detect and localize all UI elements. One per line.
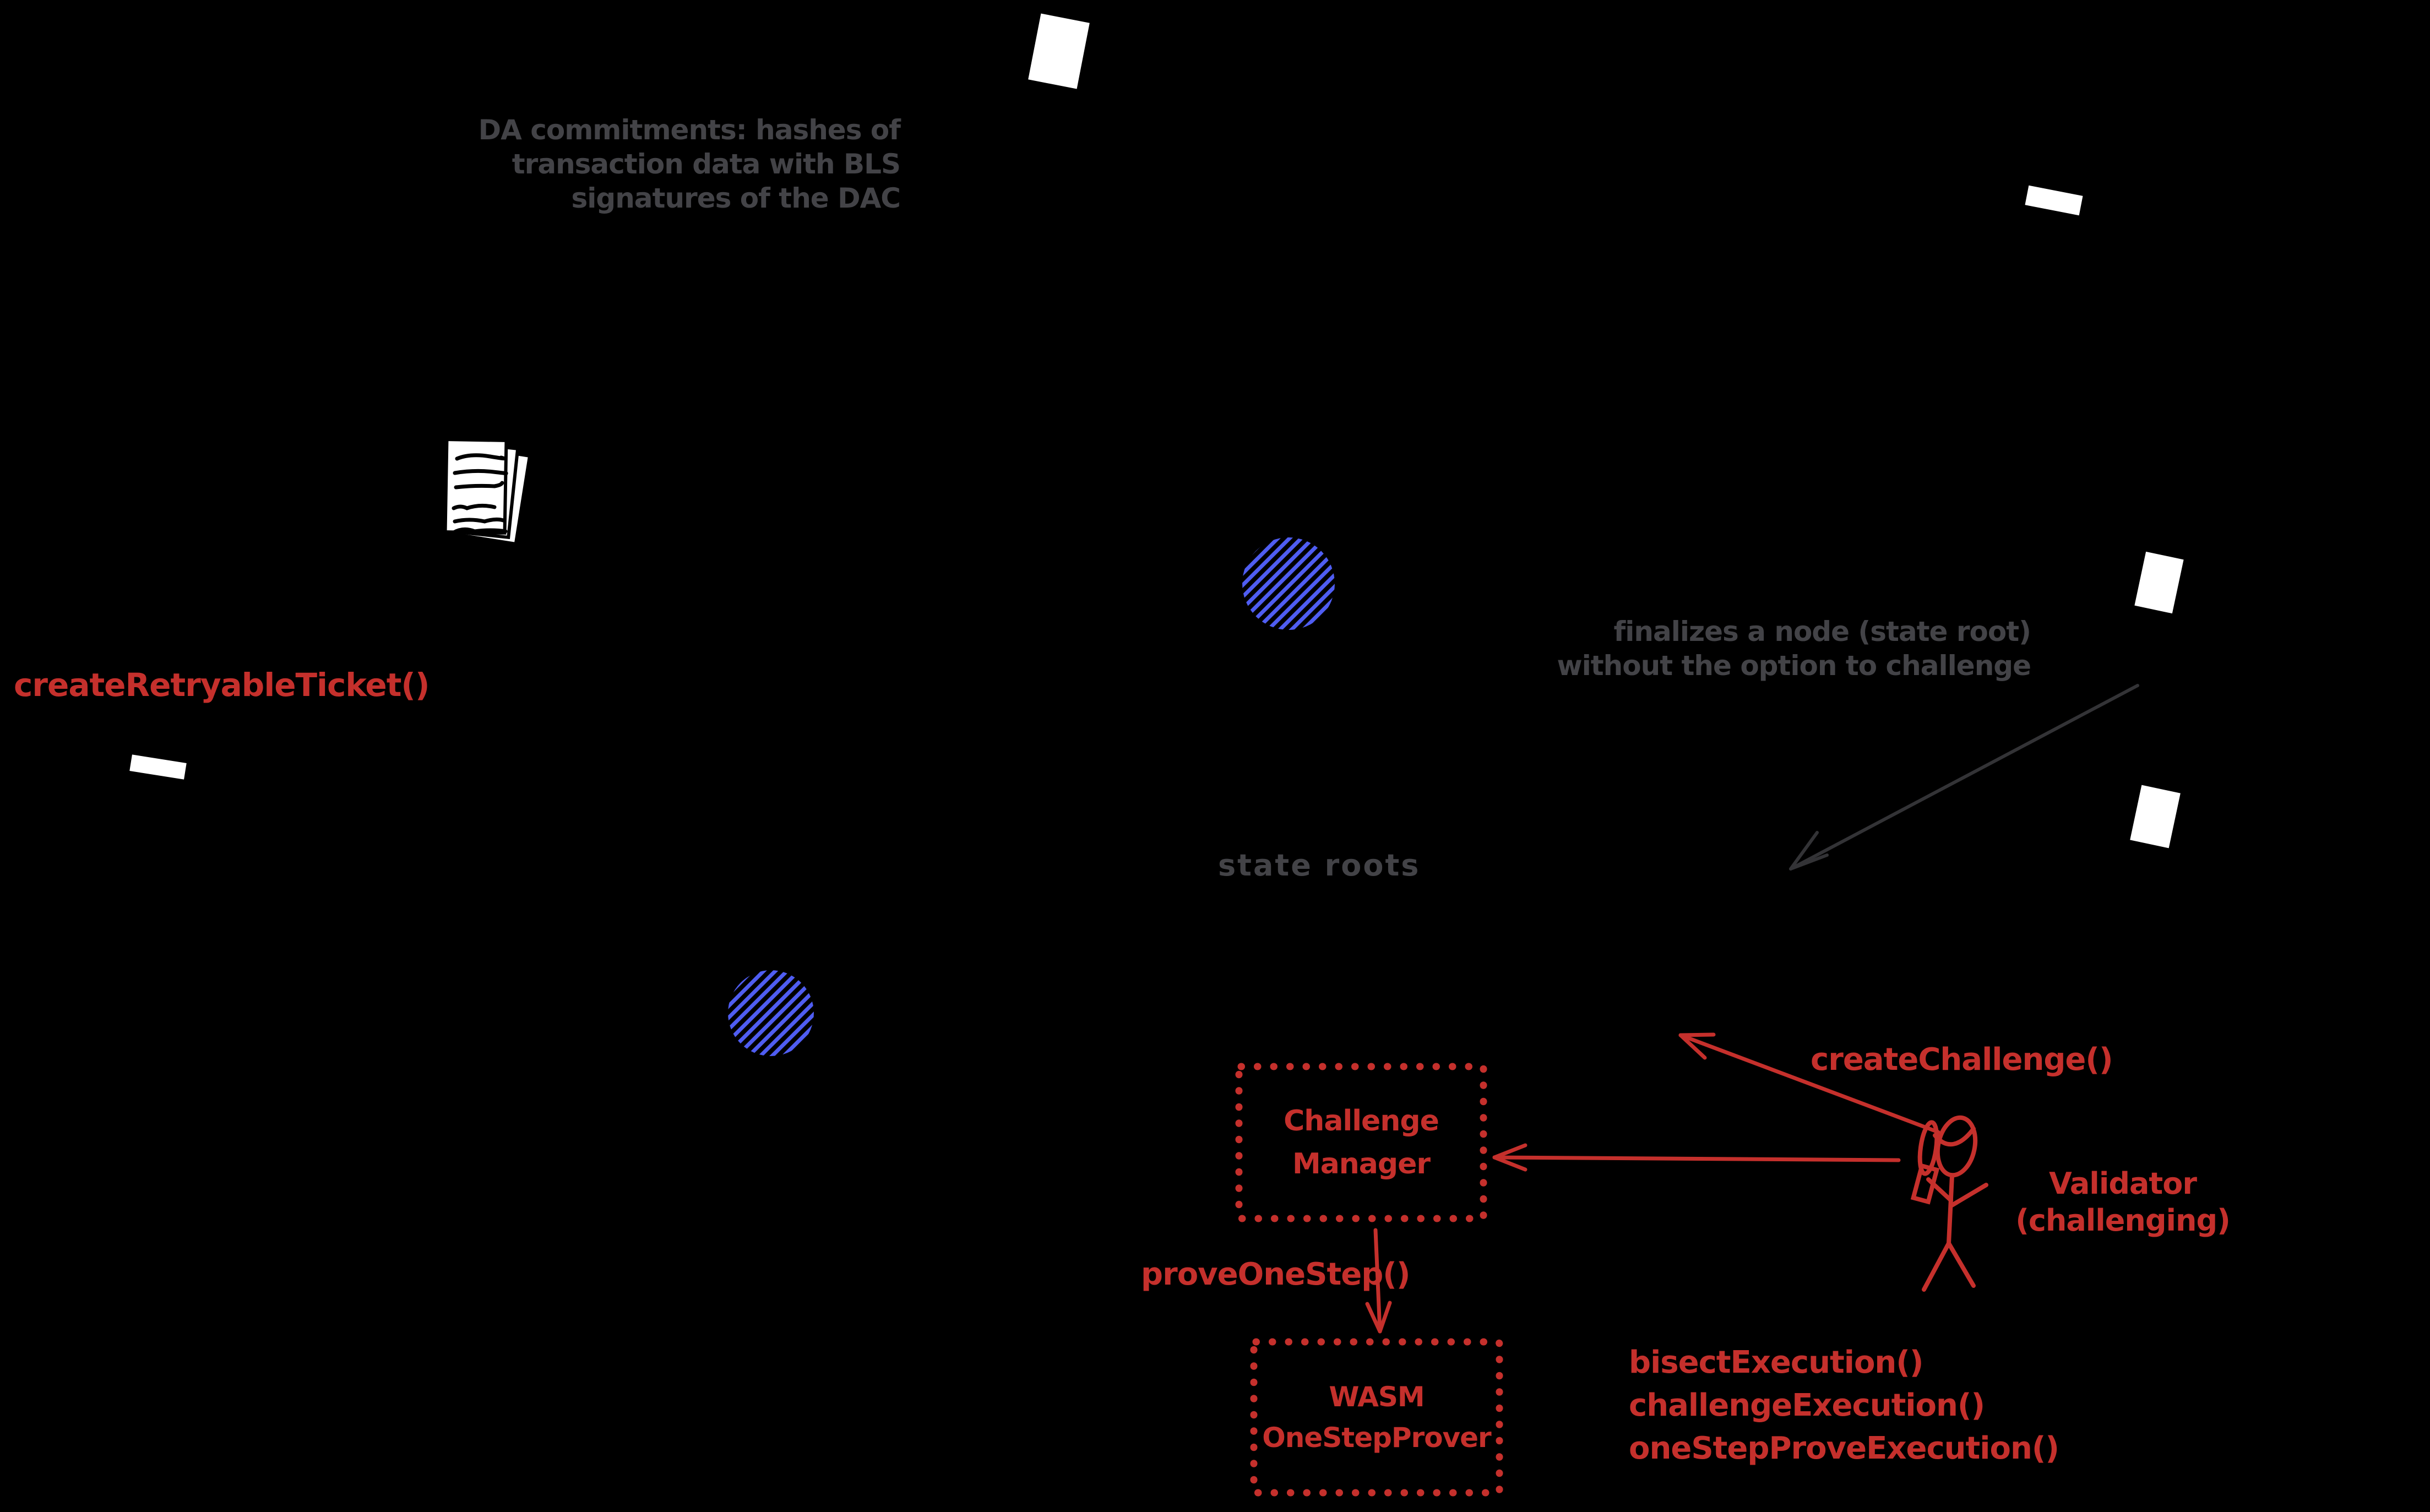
state-roots-label: state roots <box>1218 848 1421 883</box>
finalize-note: finalizes a node (state root) without th… <box>1557 614 2031 683</box>
call-line: challengeExecution() <box>1629 1388 1985 1423</box>
sheet-icon-right-2 <box>2130 785 2181 849</box>
box-label-line: Manager <box>1292 1147 1431 1181</box>
note-line: without the option to challenge <box>1557 650 2031 682</box>
prove-one-step-label: proveOneStep() <box>1141 1257 1410 1292</box>
da-commitments-note: DA commitments: hashes of transaction da… <box>478 113 901 215</box>
call-line: oneStepProveExecution() <box>1629 1431 2059 1466</box>
note-line: DA commitments: hashes of <box>478 114 901 146</box>
finalize-arrow <box>1789 684 2139 871</box>
hatched-node-icon-1 <box>1240 535 1337 632</box>
box-label-line: OneStepProver <box>1262 1422 1491 1454</box>
validator-label-line: Validator <box>2049 1166 2197 1201</box>
validator-to-challenge-manager-arrow <box>1492 1143 1901 1172</box>
documents-icon <box>436 432 535 556</box>
validator-label: Validator (challenging) <box>2013 1165 2233 1239</box>
note-line: signatures of the DAC <box>571 182 901 214</box>
box-label-line: WASM <box>1329 1381 1425 1413</box>
note-line: finalizes a node (state root) <box>1613 616 2031 648</box>
sheet-icon-right-1 <box>2134 551 2184 614</box>
validator-figure <box>1910 1115 1988 1292</box>
challenge-manager-label: Challenge Manager <box>1239 1067 1483 1219</box>
create-retryable-ticket-label: createRetryableTicket() <box>14 666 430 704</box>
create-challenge-label: createChallenge() <box>1811 1042 2113 1078</box>
wasm-one-step-prover-label: WASM OneStepProver <box>1254 1342 1499 1493</box>
bar-icon-right <box>2025 185 2083 216</box>
box-label-line: Challenge <box>1284 1105 1439 1138</box>
challenge-calls-list: bisectExecution() challengeExecution() o… <box>1629 1341 2059 1470</box>
sheet-icon-top <box>1028 13 1090 89</box>
hatched-node-icon-2 <box>726 968 816 1058</box>
note-line: transaction data with BLS <box>512 148 901 180</box>
call-line: bisectExecution() <box>1629 1345 1923 1380</box>
bar-icon-left <box>129 754 187 780</box>
validator-label-line: (challenging) <box>2015 1203 2231 1238</box>
